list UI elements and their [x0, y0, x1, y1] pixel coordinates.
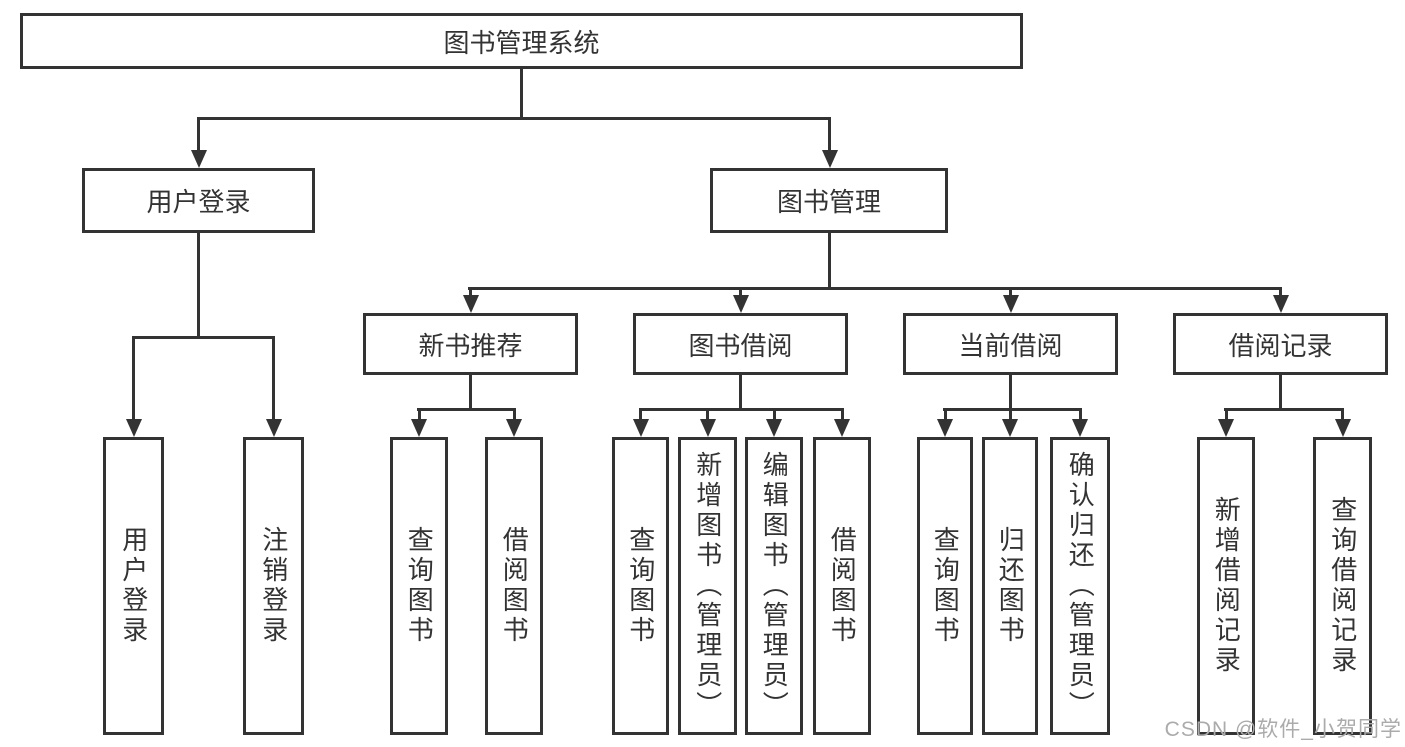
leaf-borrow-books-recommend-label: 借阅图书: [499, 526, 530, 646]
arrow-down-icon: [411, 419, 427, 437]
connector-line: [272, 336, 275, 421]
arrow-down-icon: [125, 419, 142, 437]
leaf-edit-book-admin-label: 编辑图书（管理员）: [759, 451, 790, 721]
connector-line: [772, 408, 776, 421]
leaf-user-login: 用户登录: [103, 437, 164, 735]
connector-line: [1009, 375, 1012, 410]
leaf-borrow-books-borrowing-label: 借阅图书: [827, 526, 858, 646]
connector-line: [828, 117, 831, 152]
leaf-return-books: 归还图书: [982, 437, 1038, 735]
leaf-query-books-recommend: 查询图书: [390, 437, 448, 735]
leaf-add-borrow-record-label: 新增借阅记录: [1211, 496, 1242, 676]
connector-line: [469, 375, 472, 410]
connector-line: [943, 408, 1082, 411]
leaf-borrow-books-borrowing: 借阅图书: [813, 437, 871, 735]
connector-line: [132, 336, 275, 339]
arrow-down-icon: [821, 150, 838, 168]
connector-line: [1078, 408, 1082, 421]
arrow-down-icon: [632, 419, 649, 437]
connector-line: [706, 408, 709, 421]
arrow-down-icon: [1072, 419, 1088, 437]
connector-line: [1341, 408, 1344, 421]
arrow-down-icon: [699, 419, 716, 437]
node-book-management: 图书管理: [710, 168, 948, 233]
node-library-system-label: 图书管理系统: [443, 27, 600, 58]
connector-line: [468, 287, 1282, 290]
connector-line: [520, 69, 523, 117]
connector-line: [1279, 287, 1282, 297]
leaf-return-books-label: 归还图书: [995, 526, 1026, 646]
leaf-query-books-borrowing: 查询图书: [612, 437, 669, 735]
node-library-system: 图书管理系统: [20, 13, 1023, 69]
arrow-down-icon: [766, 419, 782, 437]
leaf-query-books-current-label: 查询图书: [930, 526, 961, 646]
arrow-down-icon: [506, 419, 522, 437]
connector-line: [943, 408, 947, 421]
connector-line: [469, 287, 472, 297]
connector-line: [639, 408, 642, 421]
node-borrowing-records: 借阅记录: [1173, 313, 1388, 375]
arrow-down-icon: [1334, 419, 1351, 437]
leaf-add-book-admin: 新增图书（管理员）: [678, 437, 737, 735]
node-book-borrowing: 图书借阅: [633, 313, 848, 375]
csdn-watermark: CSDN @软件_小贺同学: [1164, 718, 1402, 741]
arrow-down-icon: [937, 419, 953, 437]
leaf-add-book-admin-label: 新增图书（管理员）: [692, 451, 723, 721]
arrow-down-icon: [1272, 295, 1289, 313]
leaf-query-books-borrowing-label: 查询图书: [625, 526, 656, 646]
connector-line: [1224, 408, 1344, 411]
connector-line: [840, 408, 844, 421]
leaf-edit-book-admin: 编辑图书（管理员）: [745, 437, 803, 735]
arrow-down-icon: [462, 295, 479, 313]
leaf-query-books-current: 查询图书: [917, 437, 973, 735]
leaf-query-borrow-record-label: 查询借阅记录: [1327, 496, 1358, 676]
leaf-user-login-label: 用户登录: [118, 526, 149, 646]
node-book-management-label: 图书管理: [776, 187, 881, 217]
connector-line: [132, 336, 135, 421]
connector-line: [197, 117, 831, 120]
connector-line: [1224, 408, 1228, 421]
connector-line: [1279, 375, 1282, 410]
node-book-borrowing-label: 图书借阅: [688, 330, 793, 361]
leaf-query-borrow-record: 查询借阅记录: [1313, 437, 1372, 735]
node-user-login-label: 用户登录: [146, 187, 251, 217]
node-new-book-recommend-label: 新书推荐: [418, 330, 523, 361]
arrow-down-icon: [265, 419, 282, 437]
arrow-down-icon: [732, 295, 749, 313]
connector-line: [197, 233, 200, 336]
arrow-down-icon: [1002, 295, 1019, 313]
node-current-borrowing-label: 当前借阅: [958, 330, 1063, 361]
node-borrowing-records-label: 借阅记录: [1228, 330, 1333, 361]
arrow-down-icon: [190, 150, 207, 168]
leaf-add-borrow-record: 新增借阅记录: [1197, 437, 1255, 735]
leaf-borrow-books-recommend: 借阅图书: [485, 437, 543, 735]
leaf-query-books-recommend-label: 查询图书: [404, 526, 435, 646]
leaf-confirm-return-admin: 确认归还（管理员）: [1050, 437, 1110, 735]
node-user-login: 用户登录: [82, 168, 315, 233]
connector-line: [828, 233, 831, 289]
connector-line: [739, 375, 742, 410]
arrow-down-icon: [1218, 419, 1234, 437]
connector-line: [512, 408, 516, 421]
connector-line: [1008, 408, 1012, 421]
arrow-down-icon: [1002, 419, 1018, 437]
node-current-borrowing: 当前借阅: [903, 313, 1118, 375]
leaf-confirm-return-admin-label: 确认归还（管理员）: [1065, 451, 1096, 721]
node-new-book-recommend: 新书推荐: [363, 313, 578, 375]
connector-line: [417, 408, 421, 421]
connector-line: [739, 287, 742, 297]
leaf-logout-label: 注销登录: [258, 526, 289, 646]
arrow-down-icon: [834, 419, 850, 437]
connector-line: [639, 408, 844, 411]
leaf-logout: 注销登录: [243, 437, 304, 735]
connector-line: [197, 117, 200, 152]
connector-line: [417, 408, 516, 411]
connector-line: [1009, 287, 1012, 297]
